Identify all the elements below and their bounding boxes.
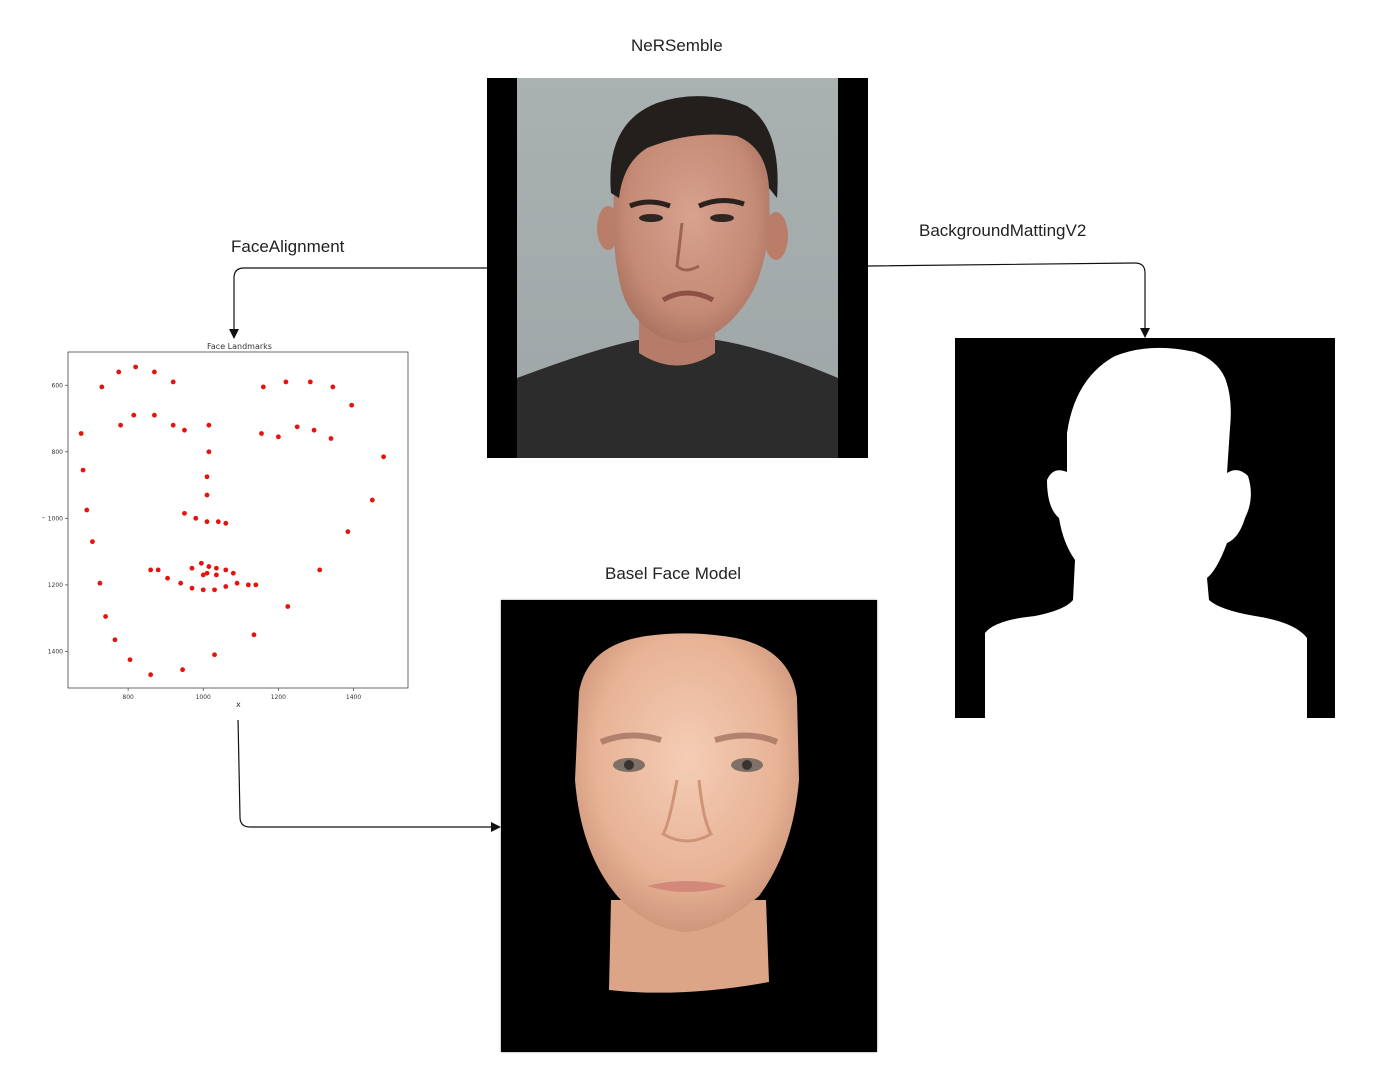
landmark-point [215,519,221,525]
y-tick-label: 600 [52,382,64,389]
landmark-point [234,580,240,586]
basel-face-illustration [575,633,799,993]
background-matting-label: BackgroundMattingV2 [919,221,1087,240]
nersemble-title: NeRSemble [631,36,723,55]
landmark-point [90,539,95,545]
x-tick-label: 1400 [346,694,361,701]
landmark-y-ticks: 600 800 1000 1200 1400 [48,382,68,655]
landmark-point [103,614,108,619]
y-tick-label: 1400 [48,648,63,655]
landmark-plot-frame [67,351,409,689]
landmark-point [212,652,217,658]
landmark-plot-title: Face Landmarks [207,342,272,351]
landmark-point [369,497,375,503]
portrait-illustration [517,78,838,458]
y-tick-label: 800 [52,449,64,456]
arrow-background-matting [867,262,1150,338]
landmark-point [213,572,219,578]
landmark-point [206,564,212,569]
landmark-point [78,431,84,436]
landmark-point [328,436,334,441]
landmark-point [112,637,118,643]
landmark-point [182,427,187,433]
landmark-point [259,431,264,436]
landmark-point [170,379,176,385]
landmark-point [152,412,157,418]
landmark-point [178,580,184,586]
background-matting-mask [955,338,1335,718]
landmark-point [200,587,206,593]
landmark-point [127,657,133,663]
landmark-point [204,492,210,498]
landmark-point [193,515,199,521]
landmark-point [349,402,355,408]
landmark-point [200,572,206,578]
landmark-point [148,567,154,573]
landmark-point [260,384,266,390]
landmark-point [317,567,323,573]
y-tick-label: 1200 [48,582,63,589]
nersemble-photo [487,78,868,458]
landmark-point [330,384,336,390]
landmark-point [180,667,185,673]
landmark-point [206,422,212,428]
landmark-scatter-svg: 800 1000 1200 1400 600 800 1000 1200 1400 [48,351,409,701]
landmark-point [189,565,195,571]
face-alignment-label: FaceAlignment [231,237,345,256]
landmark-point [182,510,187,516]
landmark-point [212,587,217,593]
landmark-point [204,570,210,576]
landmark-point [148,672,154,678]
landmark-point [245,582,251,588]
landmark-point [189,585,195,591]
landmark-point [152,369,157,375]
basel-face-model-title: Basel Face Model [605,564,742,583]
landmark-point [155,567,161,573]
landmark-point [133,364,139,370]
landmark-point [206,449,212,455]
landmark-point [275,434,281,440]
landmark-x-axis-label: x [236,700,241,709]
landmark-point [311,427,317,433]
arrow-face-alignment [229,267,487,339]
landmark-point [198,560,204,566]
landmark-point [223,520,229,526]
basel-face-model-render [501,600,877,1052]
landmark-y-axis-label: - [42,513,45,522]
landmark-point [118,422,123,428]
x-tick-label: 1200 [271,694,286,701]
landmark-point [307,379,313,385]
landmark-point [213,565,219,571]
landmark-point [99,384,105,390]
landmark-point [253,582,259,588]
landmark-point [251,632,257,638]
arrow-basel-face-model [237,717,501,832]
landmark-point [116,369,122,375]
silhouette-illustration [985,347,1307,718]
landmark-point [223,567,229,573]
x-tick-label: 1000 [196,694,211,701]
landmark-point [283,379,289,385]
landmark-point [97,580,103,586]
landmark-point [204,519,210,525]
landmark-point [381,454,386,460]
landmark-point [294,424,300,430]
landmark-point [80,467,86,473]
landmark-points [78,364,386,678]
landmark-point [170,422,176,428]
landmark-point [165,575,170,581]
landmark-point [230,570,236,576]
landmark-point [285,604,291,609]
landmark-point [84,507,90,513]
landmark-point [345,529,351,535]
landmark-point [223,584,229,589]
landmark-point [131,412,137,418]
x-tick-label: 800 [122,694,134,701]
y-tick-label: 1000 [48,515,63,522]
landmark-point [204,474,210,480]
landmark-x-ticks: 800 1000 1200 1400 [122,688,361,701]
landmark-plot: Face Landmarks 800 1000 1200 1400 600 800 100… [36,340,416,720]
